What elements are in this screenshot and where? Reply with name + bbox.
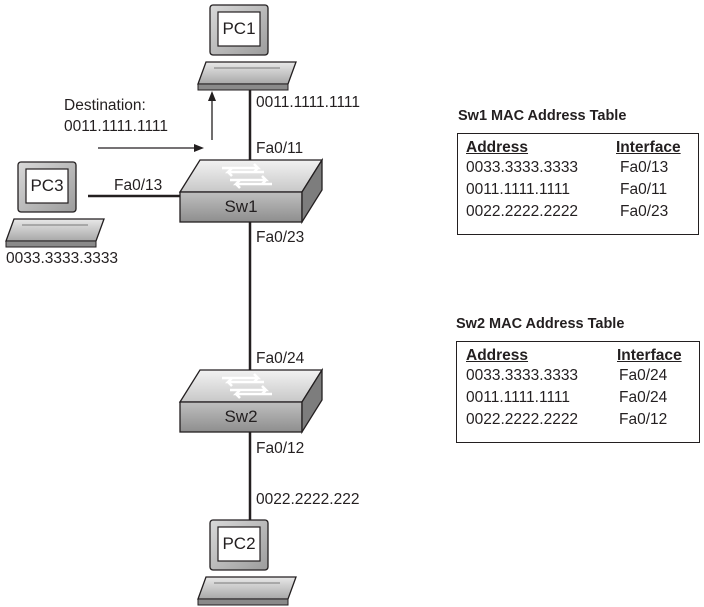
sw1-port-fa0-13: Fa0/13 xyxy=(114,177,163,194)
sw2-header-address: Address xyxy=(466,347,529,364)
sw2-port-fa0-24: Fa0/24 xyxy=(256,350,305,367)
table-cell: Fa0/24 xyxy=(619,389,668,406)
destination-caption: Destination: xyxy=(64,97,146,114)
pc3-icon xyxy=(5,161,105,248)
sw1-header-address: Address xyxy=(466,139,529,156)
table-cell: Fa0/24 xyxy=(619,367,668,384)
pc3-label: PC3 xyxy=(30,176,64,195)
pc2-mac-label: 0022.2222.222 xyxy=(256,491,360,508)
table-cell: 0011.1111.1111 xyxy=(466,389,571,406)
table-cell: 0011.1111.1111 xyxy=(466,181,571,198)
pc1-icon xyxy=(197,4,297,91)
table-cell: Fa0/11 xyxy=(620,181,668,198)
pc2-label: PC2 xyxy=(222,534,256,553)
table-cell: Fa0/13 xyxy=(620,159,669,176)
pc1-mac-label: 0011.1111.1111 xyxy=(256,94,361,111)
table-cell: 0022.2222.2222 xyxy=(466,203,579,220)
sw1-table-title: Sw1 MAC Address Table xyxy=(458,108,627,124)
table-cell: Fa0/23 xyxy=(620,203,669,220)
table-cell: 0033.3333.3333 xyxy=(466,367,579,384)
frame-direction-arrow xyxy=(98,91,216,152)
sw2-port-fa0-12: Fa0/12 xyxy=(256,440,305,457)
pc1-label: PC1 xyxy=(222,19,256,38)
sw1-label: Sw1 xyxy=(224,197,258,216)
table-cell: 0022.2222.2222 xyxy=(466,411,579,428)
sw1-icon xyxy=(178,157,324,225)
sw2-mac-table: Address Interface 0033.3333.3333 Fa0/24 … xyxy=(456,341,700,443)
pc2-icon xyxy=(197,519,297,606)
destination-mac: 0011.1111.1111 xyxy=(64,118,169,135)
table-cell: 0033.3333.3333 xyxy=(466,159,579,176)
sw1-port-fa0-11: Fa0/11 xyxy=(256,140,304,157)
pc3-mac-label: 0033.3333.3333 xyxy=(6,250,119,267)
sw2-icon xyxy=(178,367,324,435)
table-cell: Fa0/12 xyxy=(619,411,668,428)
sw2-table-title: Sw2 MAC Address Table xyxy=(456,316,625,332)
sw1-header-interface: Interface xyxy=(616,139,681,156)
sw2-header-interface: Interface xyxy=(617,347,682,364)
sw1-port-fa0-23: Fa0/23 xyxy=(256,229,305,246)
sw1-mac-table: Address Interface 0033.3333.3333 Fa0/13 … xyxy=(457,133,699,235)
sw2-label: Sw2 xyxy=(224,407,258,426)
